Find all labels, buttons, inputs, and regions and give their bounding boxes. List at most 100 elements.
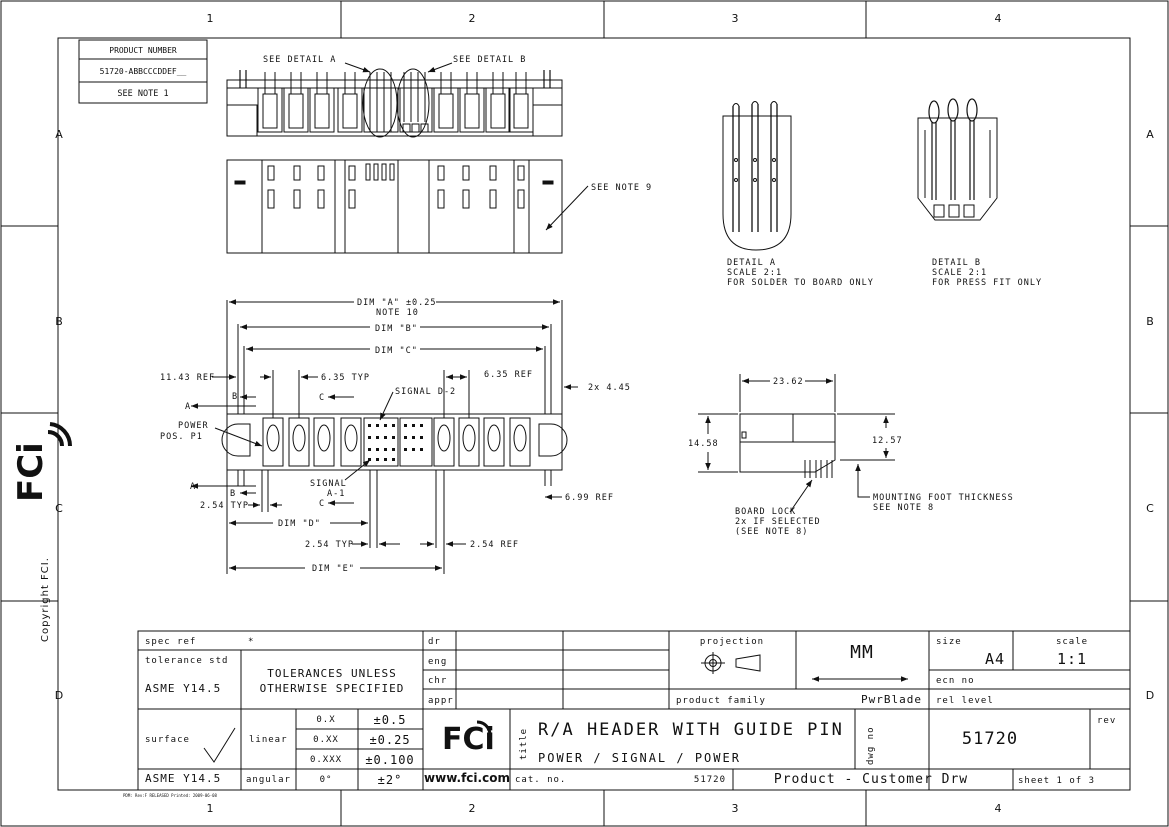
footer-print-note: PDM: Rev:F RELEASED Printed: 2009-06-08 xyxy=(123,793,218,798)
zone-row-a-right: A xyxy=(1146,128,1154,141)
zone-col-2-top: 2 xyxy=(469,12,476,25)
mounting-foot-line-2: SEE NOTE 8 xyxy=(873,503,934,513)
tol-val-4: ±2° xyxy=(378,773,403,787)
size-label: size xyxy=(936,637,962,647)
detail-b-title: DETAIL B xyxy=(932,258,981,268)
tol-key-4: 0° xyxy=(320,775,333,785)
zone-row-d-right: D xyxy=(1146,689,1154,702)
top-view-right-blades xyxy=(433,72,534,133)
detail-a-usage: FOR SOLDER TO BOARD ONLY xyxy=(727,278,874,288)
see-detail-a-label: SEE DETAIL A xyxy=(263,55,336,65)
tol-val-1: ±0.5 xyxy=(374,713,407,727)
tol-val-2: ±0.25 xyxy=(369,733,410,747)
detail-a-scale: SCALE 2:1 xyxy=(727,268,782,278)
ecn-no-label: ecn no xyxy=(936,676,975,686)
drawing-title-line-2: POWER / SIGNAL / POWER xyxy=(538,751,741,765)
section-b-top-label: B xyxy=(232,392,238,402)
side-width-label: 23.62 xyxy=(773,377,804,387)
see-note-9-label: SEE NOTE 9 xyxy=(591,183,652,193)
cat-no-label: cat. no. xyxy=(515,775,566,785)
signal-a1-label-2: A-1 xyxy=(327,489,345,499)
board-lock-line-2: 2x IF SELECTED xyxy=(735,517,821,527)
spec-ref-label: spec ref xyxy=(145,637,196,647)
dim-c-label: DIM "C" xyxy=(375,346,418,356)
typ-254-label: 2.54 TYP xyxy=(200,501,249,511)
zone-col-4-bottom: 4 xyxy=(995,802,1002,815)
front-view-dimensions xyxy=(191,299,578,574)
tol-key-2: 0.XX xyxy=(313,735,339,745)
side-height-1-label: 14.58 xyxy=(688,439,719,449)
detail-a-drawing xyxy=(722,101,792,251)
rel-level-label: rel level xyxy=(936,696,994,706)
angular-label: angular xyxy=(246,775,291,785)
dr-label: dr xyxy=(428,637,441,647)
zone-row-b-right: B xyxy=(1146,315,1154,328)
front-view-power-contacts xyxy=(262,417,531,467)
projection-label: projection xyxy=(700,637,764,647)
product-number-box: PRODUCT NUMBER 51720-ABBCCCDDEF__ SEE NO… xyxy=(78,39,208,104)
section-a-top-label: A xyxy=(185,402,191,412)
appr-label: appr xyxy=(428,696,454,706)
zone-row-c-left: C xyxy=(55,502,63,515)
note-10-label: NOTE 10 xyxy=(376,308,419,318)
zone-col-1-top: 1 xyxy=(207,12,214,25)
scale-label: scale xyxy=(1056,637,1088,647)
tolerance-note-line-1: TOLERANCES UNLESS xyxy=(267,667,397,680)
rev-label: rev xyxy=(1097,716,1116,726)
cat-no-value: 51720 xyxy=(694,775,726,785)
spec-ref-value: * xyxy=(248,637,254,647)
title-block xyxy=(137,630,1131,791)
signal-d2-label: SIGNAL D-2 xyxy=(395,387,456,397)
mounting-foot-line-1: MOUNTING FOOT THICKNESS xyxy=(873,493,1014,503)
product-family-value: PwrBlade xyxy=(861,693,922,706)
product-number-header: PRODUCT NUMBER xyxy=(109,46,177,55)
detail-b-drawing xyxy=(917,98,998,221)
zone-col-3-top: 3 xyxy=(732,12,739,25)
surface-label: surface xyxy=(145,735,190,745)
rear-view xyxy=(226,159,589,254)
section-a-bottom-label: A xyxy=(190,482,196,492)
linear-label: linear xyxy=(249,735,288,745)
title-block-logo-wave-icon xyxy=(476,720,492,741)
section-c-top-label: C xyxy=(319,393,325,403)
detail-a-circle xyxy=(362,68,398,138)
side-logo-waves-icon xyxy=(47,422,73,447)
board-lock-line-1: BOARD LOCK xyxy=(735,507,796,517)
tol-key-3: 0.XXX xyxy=(310,755,342,765)
zone-row-b-left: B xyxy=(55,315,63,328)
top-view xyxy=(226,62,563,138)
tol-key-1: 0.X xyxy=(316,715,335,725)
scale-value: 1:1 xyxy=(1057,650,1087,668)
dim-e-label: DIM "E" xyxy=(312,564,355,574)
ref-699-label: 6.99 REF xyxy=(565,493,614,503)
side-view xyxy=(698,374,895,513)
power-label: POWER xyxy=(178,421,209,431)
detail-a-title: DETAIL A xyxy=(727,258,776,268)
dwg-no-value: 51720 xyxy=(962,729,1018,749)
drawing-title-line-1: R/A HEADER WITH GUIDE PIN xyxy=(538,720,844,740)
title-block-logo-text: FCi xyxy=(442,722,495,757)
asme-standard-2: ASME Y14.5 xyxy=(145,772,221,785)
units-value: MM xyxy=(850,642,874,663)
side-logo-text: FCi xyxy=(11,442,51,502)
side-logo: FCi Copyright FCI. xyxy=(11,422,73,642)
zone-row-d-left: D xyxy=(55,689,63,702)
section-b-bottom-label: B xyxy=(230,489,236,499)
see-detail-b-label: SEE DETAIL B xyxy=(453,55,526,65)
typ-254b-label: 2.54 TYP xyxy=(305,540,354,550)
ref-1143-label: 11.43 REF xyxy=(160,373,215,383)
tol-val-3: ±0.100 xyxy=(365,753,414,767)
size-value: A4 xyxy=(985,650,1005,668)
signal-a1-label-1: SIGNAL xyxy=(310,479,347,489)
ref-254-label: 2.54 REF xyxy=(470,540,519,550)
zone-col-3-bottom: 3 xyxy=(732,802,739,815)
zone-col-2-bottom: 2 xyxy=(469,802,476,815)
x2-445-label: 2x 4.45 xyxy=(588,383,631,393)
side-height-2-label: 12.57 xyxy=(872,436,903,446)
top-view-signal-block xyxy=(363,72,433,133)
typ-635-label: 6.35 TYP xyxy=(321,373,370,383)
product-number-value: 51720-ABBCCCDDEF__ xyxy=(100,67,187,76)
pos-p1-label: POS. P1 xyxy=(160,432,203,442)
